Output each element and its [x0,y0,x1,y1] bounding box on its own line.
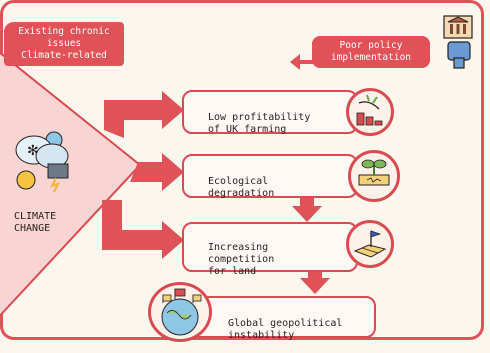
arrow-to-ecological [130,153,184,191]
svg-text:✻: ✻ [27,143,39,159]
seedling-in-soil-icon [348,150,400,202]
declining-bar-chart-icon [346,88,394,136]
poor-policy-tag: Poor policy implementation [312,36,430,68]
outcome-box-land: Increasing competition for land [182,222,358,277]
flow-arrows [102,91,184,259]
land-plot-flag-icon [346,220,394,268]
climate-change-label: CLIMATE CHANGE [14,211,57,234]
climate-change-triangle [0,51,142,318]
outcome-text: Increasing competition for land [208,242,275,277]
arrow-to-land [102,200,184,259]
outcome-box-profitability: Low profitability of UK farming [182,90,358,135]
outcome-text: Global geopolitical instability [228,318,343,341]
globe-with-flags-icon [148,282,212,342]
outcome-box-global: Global geopolitical instability [190,296,376,341]
outcome-box-ecological: Ecological degradation [182,154,358,199]
government-thumbs-down-icon [440,14,480,70]
policy-pointer [290,42,318,70]
outcome-text: Low profitability of UK farming [208,112,311,135]
outcome-text: Ecological degradation [208,176,275,199]
weather-snow-rain-sun-icon: ✻ [10,126,80,196]
arrow-to-profitability [104,91,184,138]
chronic-issues-tag: Existing chronic issues Climate-related [4,22,124,66]
